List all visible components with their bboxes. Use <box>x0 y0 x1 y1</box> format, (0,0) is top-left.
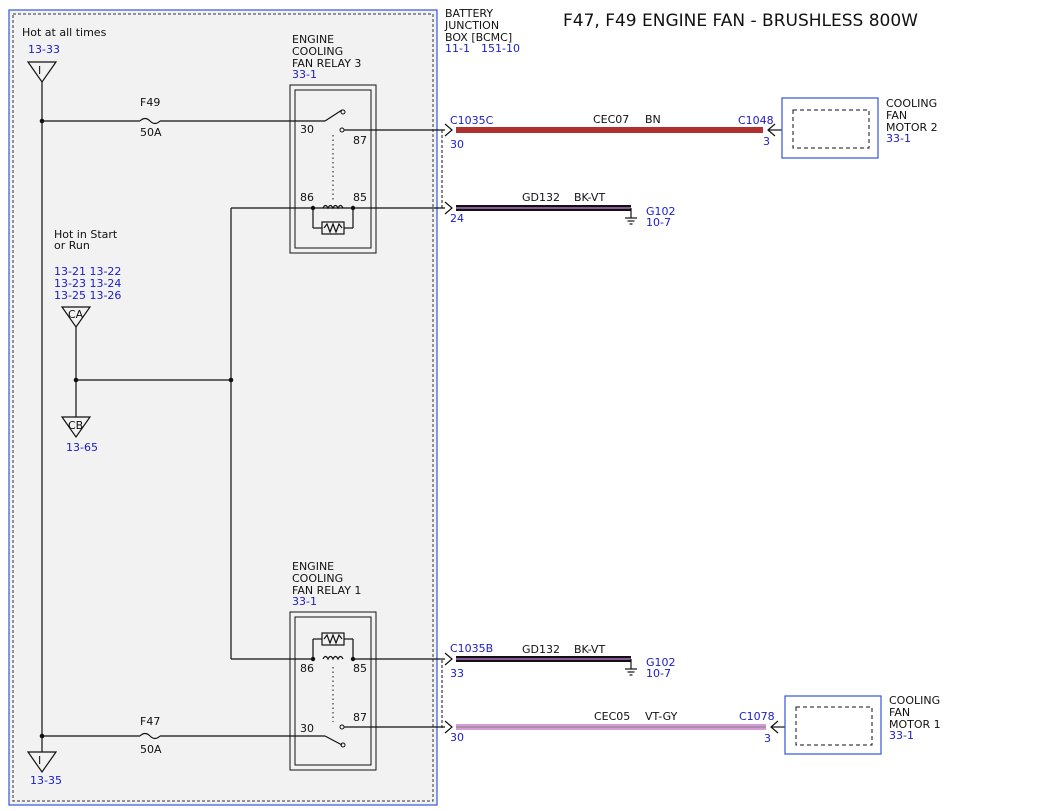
relay1-pin-85: 85 <box>353 662 367 675</box>
relay1-label-2: COOLING <box>292 572 343 585</box>
relay1-ref: 33-1 <box>292 595 317 608</box>
hot-ref-bottom: 13-35 <box>30 774 62 787</box>
motor1-feed-pin: 30 <box>450 731 464 744</box>
ground-upper-ref: 10-7 <box>646 216 671 229</box>
relay3-label-3: FAN RELAY 3 <box>292 57 361 70</box>
relay3-pin-87: 87 <box>353 134 367 147</box>
relay3-label-2: COOLING <box>292 45 343 58</box>
start-run-refs-2: 13-23 13-24 <box>54 277 121 290</box>
power-node-bottom-label: I <box>38 754 41 767</box>
motor2-label-2: FAN <box>886 109 907 122</box>
c1035c-label: C1035C <box>450 114 494 127</box>
fuse-f47-icon <box>139 732 161 740</box>
ground-upper-color: BK-VT <box>574 191 605 204</box>
ground-upper-pin: 24 <box>450 212 464 225</box>
relay1-label-3: FAN RELAY 1 <box>292 584 361 597</box>
ground-lower-ref: 10-7 <box>646 667 671 680</box>
c1078-label: C1078 <box>739 710 775 723</box>
relay1-pin-87: 87 <box>353 711 367 724</box>
ground-lower-id: G102 <box>646 656 676 669</box>
junction-box-label-2: JUNCTION <box>444 19 499 32</box>
c1078-pin: 3 <box>764 732 771 745</box>
fuse-f47-rating: 50A <box>140 743 162 756</box>
cb-ref: 13-65 <box>66 441 98 454</box>
junction-box-ref-1: 11-1 <box>445 42 470 55</box>
ground-lower-color: BK-VT <box>574 643 605 656</box>
power-node-cb-label: CB <box>68 419 83 432</box>
relay3-symbol <box>289 84 377 254</box>
motor2-inner <box>792 109 870 149</box>
start-run-refs-3: 13-25 13-26 <box>54 289 121 302</box>
power-node-bottom-icon <box>26 751 58 774</box>
relay3-ref: 33-1 <box>292 68 317 81</box>
power-node-ca-label: CA <box>68 308 84 321</box>
connector-arrow-icon <box>444 720 453 734</box>
connector-arrow-icon <box>444 652 453 666</box>
hot-at-all-times-label: Hot at all times <box>22 26 107 39</box>
junction-box-ref-2: 151-10 <box>481 42 520 55</box>
fuse-f49-name: F49 <box>140 96 160 109</box>
wire-cec07 <box>456 127 763 133</box>
motor1-ref: 33-1 <box>889 729 914 742</box>
c1035b-pin: 33 <box>450 667 464 680</box>
relay1-label-1: ENGINE <box>292 560 334 573</box>
relay3-pin-30: 30 <box>300 123 314 136</box>
cec07-circuit: CEC07 <box>593 113 629 126</box>
motor1-label-1: COOLING <box>889 694 940 707</box>
ground-upper-id: G102 <box>646 205 676 218</box>
fuse-f49-rating: 50A <box>140 126 162 139</box>
relay3-label-1: ENGINE <box>292 33 334 46</box>
diagram-title: F47, F49 ENGINE FAN - BRUSHLESS 800W <box>563 11 918 31</box>
cec05-color: VT-GY <box>645 710 678 723</box>
motor1-outline <box>784 695 882 755</box>
cec05-circuit: CEC05 <box>594 710 630 723</box>
c1048-label: C1048 <box>738 114 774 127</box>
ground-icon <box>625 208 637 225</box>
hot-start-run-label-1: Hot in Start <box>54 228 118 241</box>
motor2-label-3: MOTOR 2 <box>886 121 938 134</box>
power-node-ca-icon <box>60 306 92 329</box>
fuse-f49-icon <box>139 117 161 125</box>
ground-upper-circuit: GD132 <box>522 191 560 204</box>
power-node-cb-icon <box>60 416 92 439</box>
ground-lower-circuit: GD132 <box>522 643 560 656</box>
connector-arrow-icon <box>444 201 453 215</box>
motor2-label-1: COOLING <box>886 97 937 110</box>
c1035b-label: C1035B <box>450 642 493 655</box>
junction-box-outline <box>8 9 438 806</box>
hot-ref-top: 13-33 <box>28 43 60 56</box>
power-node-top-label: I <box>38 64 41 77</box>
relay1-pin-86: 86 <box>300 662 314 675</box>
connector-arrow-icon <box>444 123 453 137</box>
power-node-top-icon <box>26 61 58 84</box>
start-run-refs-1: 13-21 13-22 <box>54 265 121 278</box>
motor2-ref: 33-1 <box>886 132 911 145</box>
relay3-pin-86: 86 <box>300 191 314 204</box>
motor1-label-3: MOTOR 1 <box>889 718 941 731</box>
hot-start-run-label-2: or Run <box>54 239 90 252</box>
relay1-symbol <box>289 611 377 771</box>
c1048-pin: 3 <box>763 135 770 148</box>
fuse-f47-name: F47 <box>140 715 160 728</box>
motor1-label-2: FAN <box>889 706 910 719</box>
junction-box-inner <box>12 13 434 802</box>
cec07-color: BN <box>645 113 661 126</box>
c1035c-pin: 30 <box>450 138 464 151</box>
junction-box-label-1: BATTERY <box>445 7 493 20</box>
ground-icon <box>625 659 637 676</box>
relay3-pin-85: 85 <box>353 191 367 204</box>
motor1-inner <box>795 706 873 746</box>
junction-box-label-3: BOX [BCMC] <box>445 31 512 44</box>
motor2-outline <box>781 97 879 159</box>
relay1-pin-30: 30 <box>300 722 314 735</box>
